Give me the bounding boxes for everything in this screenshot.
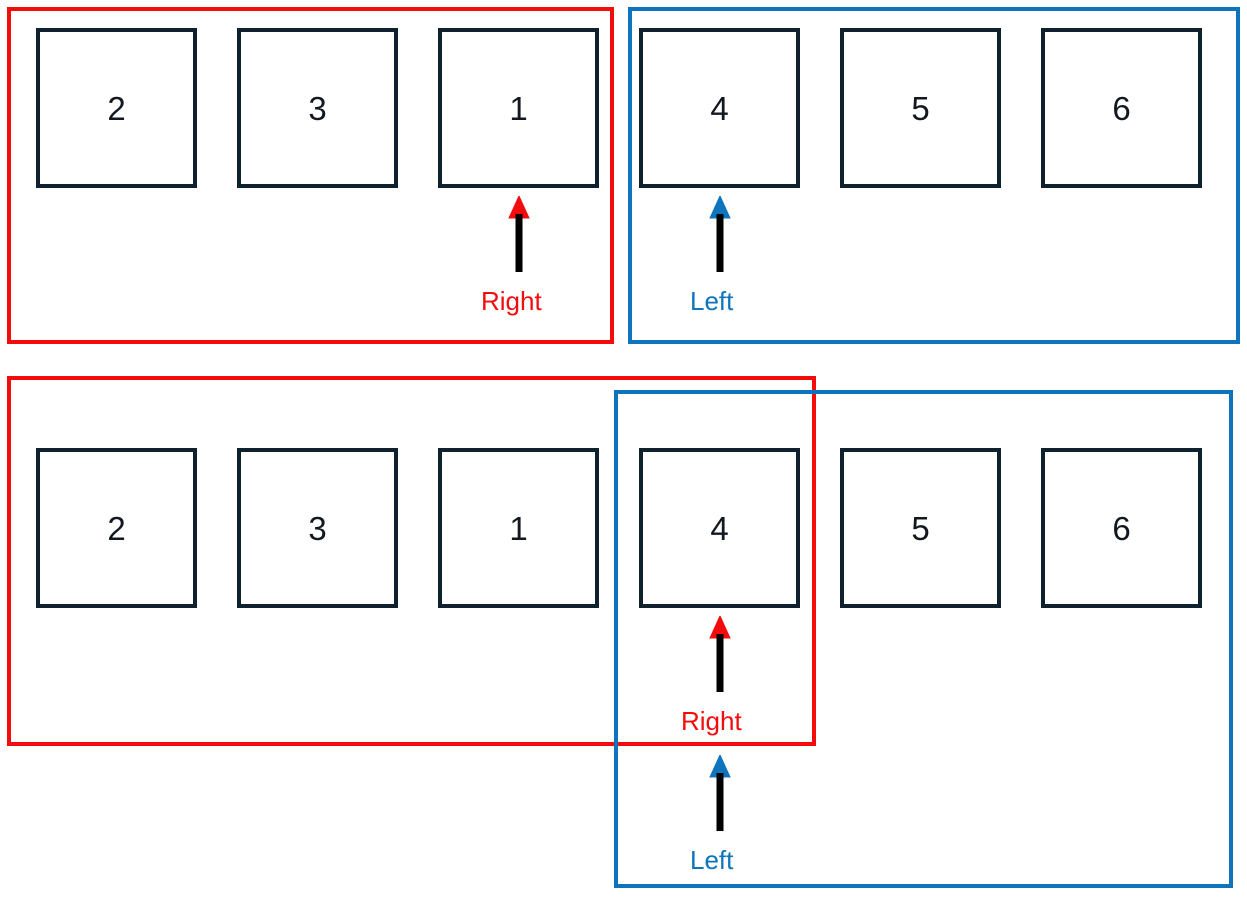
- bottom-cell-4[interactable]: 5: [840, 448, 1001, 608]
- cell-value: 4: [710, 89, 729, 127]
- bottom-right-region-frame: [7, 376, 816, 746]
- cell-value: 5: [911, 89, 930, 127]
- bottom-left-pointer-arrow-icon: [707, 755, 733, 831]
- cell-value: 6: [1112, 89, 1131, 127]
- top-cell-5[interactable]: 6: [1041, 28, 1202, 188]
- top-left-region-frame: [628, 7, 1240, 344]
- bottom-left-region-frame: [614, 390, 1233, 888]
- top-cell-1[interactable]: 3: [237, 28, 398, 188]
- top-right-pointer-arrow-icon: [506, 196, 532, 272]
- cell-value: 2: [107, 89, 126, 127]
- top-right-pointer-label: Right: [481, 286, 542, 316]
- top-cell-3[interactable]: 4: [639, 28, 800, 188]
- bottom-cell-5[interactable]: 6: [1041, 448, 1202, 608]
- bottom-cell-0[interactable]: 2: [36, 448, 197, 608]
- cell-value: 4: [710, 509, 729, 547]
- bottom-cell-2[interactable]: 1: [438, 448, 599, 608]
- cell-value: 3: [308, 509, 327, 547]
- cell-value: 1: [509, 509, 528, 547]
- bottom-cell-3[interactable]: 4: [639, 448, 800, 608]
- top-left-pointer-arrow-icon: [707, 196, 733, 272]
- bottom-right-pointer-arrow-icon: [707, 616, 733, 692]
- bottom-cell-1[interactable]: 3: [237, 448, 398, 608]
- top-left-pointer-label: Left: [690, 286, 734, 316]
- top-cell-0[interactable]: 2: [36, 28, 197, 188]
- cell-value: 3: [308, 89, 327, 127]
- cell-value: 6: [1112, 509, 1131, 547]
- top-cell-4[interactable]: 5: [840, 28, 1001, 188]
- top-cell-2[interactable]: 1: [438, 28, 599, 188]
- cell-value: 1: [509, 89, 528, 127]
- cell-value: 5: [911, 509, 930, 547]
- top-right-region-frame: [7, 7, 614, 344]
- bottom-left-pointer-label: Left: [690, 845, 734, 875]
- bottom-right-pointer-label: Right: [681, 706, 742, 736]
- cell-value: 2: [107, 509, 126, 547]
